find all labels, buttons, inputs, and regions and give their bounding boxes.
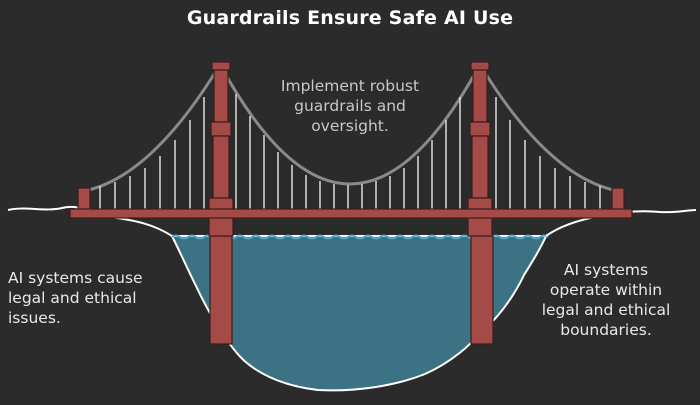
left-caption: AI systems cause legal and ethical issue… bbox=[8, 268, 188, 328]
right-caption-line: operate within bbox=[549, 281, 663, 299]
left-pier bbox=[209, 235, 233, 345]
center-caption-line: guardrails and bbox=[294, 97, 406, 115]
right-caption-line: AI systems bbox=[563, 261, 649, 279]
left-caption-line: issues. bbox=[8, 309, 61, 327]
center-caption: Implement robust guardrails and oversigh… bbox=[255, 76, 445, 136]
right-caption-line: boundaries. bbox=[560, 321, 652, 339]
page-title: Guardrails Ensure Safe AI Use bbox=[186, 7, 514, 29]
right-anchor bbox=[611, 187, 625, 213]
suspender-cables bbox=[99, 94, 601, 210]
left-anchor bbox=[77, 187, 91, 213]
left-caption-line: legal and ethical bbox=[8, 289, 137, 307]
right-pier bbox=[470, 235, 494, 345]
right-caption: AI systems operate within legal and ethi… bbox=[518, 260, 694, 340]
bridge-deck bbox=[69, 208, 633, 219]
center-caption-line: oversight. bbox=[311, 117, 389, 135]
center-caption-line: Implement robust bbox=[280, 77, 420, 95]
left-caption-line: AI systems cause bbox=[8, 269, 143, 287]
water-basin bbox=[170, 235, 548, 392]
right-caption-line: legal and ethical bbox=[541, 301, 671, 319]
right-tower bbox=[467, 61, 493, 237]
